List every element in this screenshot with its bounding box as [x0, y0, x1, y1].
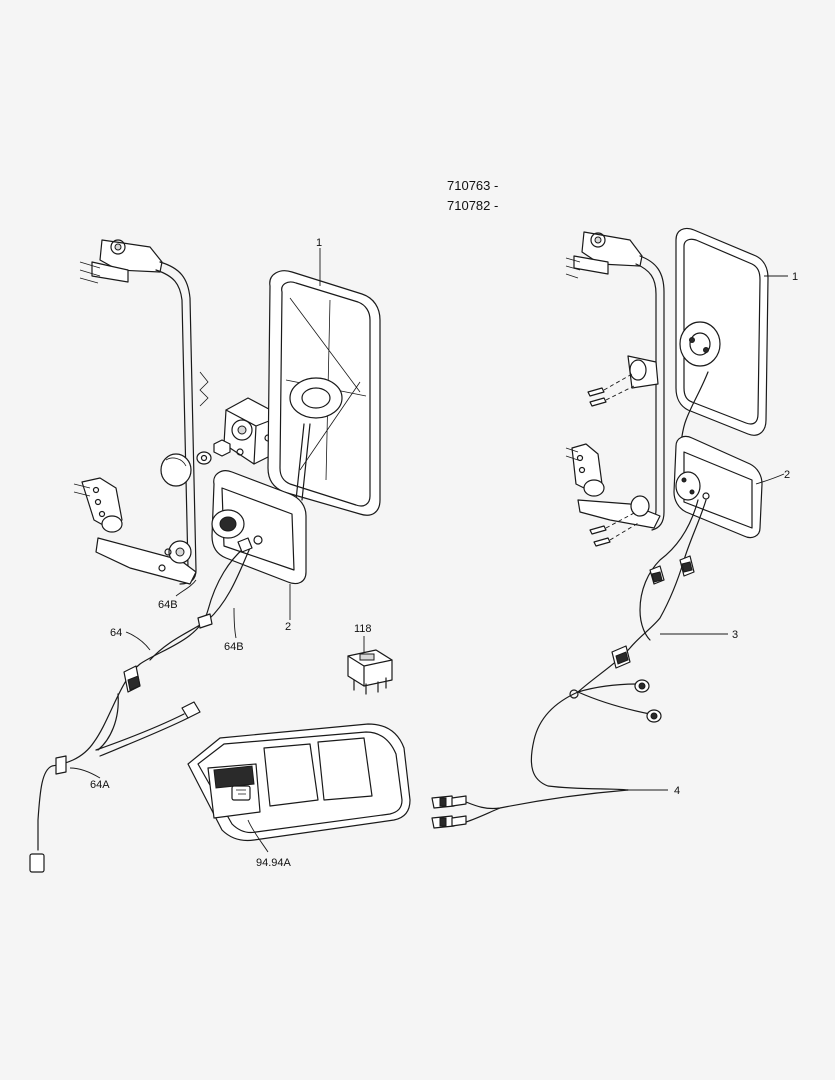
left-mirror-assembly: [29, 239, 381, 873]
left-small-mirror: [211, 470, 307, 585]
callout-relay: 118: [354, 623, 372, 635]
right-main-mirror: [675, 227, 769, 447]
right-mirror-arm: [635, 255, 665, 531]
left-mirror-arm: [155, 261, 197, 585]
relay: [347, 649, 393, 695]
callout-left-harness-64b-lower: 64B: [224, 641, 244, 653]
callout-left-mirror-small: 2: [285, 621, 291, 633]
left-upper-bracket: [79, 239, 163, 284]
leader-lines: [69, 248, 788, 853]
callout-labels: 1 2 64B 64 64B 64A 118 94.94A 1 2 3 4: [90, 237, 798, 869]
left-wiring-harness: [29, 537, 253, 873]
serial-range-2: 710782 -: [447, 198, 498, 213]
callout-right-mirror-small: 2: [784, 469, 790, 481]
left-fasteners: [160, 439, 231, 487]
right-cable-4: [431, 789, 629, 829]
callout-right-harness-3: 3: [732, 629, 738, 641]
callout-left-mirror-main: 1: [316, 237, 322, 249]
right-upper-bracket: [565, 231, 643, 279]
callout-right-cable-4: 4: [674, 785, 680, 797]
right-small-mirror: [673, 435, 763, 539]
left-spring-clip: [199, 371, 209, 407]
callout-left-harness-64: 64: [110, 627, 122, 639]
switch-panel: [187, 723, 411, 842]
callout-left-harness-64b-upper: 64B: [158, 599, 178, 611]
callout-switch-panel: 94.94A: [256, 857, 292, 869]
callout-left-harness-64a: 64A: [90, 779, 110, 791]
callout-right-mirror-main: 1: [792, 271, 798, 283]
right-wiring-harness: [530, 499, 707, 791]
right-mirror-assembly: [431, 227, 769, 829]
left-lower-bracket: [73, 477, 197, 585]
serial-range-1: 710763 -: [447, 178, 498, 193]
right-lower-bracket: [565, 443, 661, 547]
left-main-mirror: [267, 270, 381, 516]
right-upper-clamp: [587, 355, 659, 407]
